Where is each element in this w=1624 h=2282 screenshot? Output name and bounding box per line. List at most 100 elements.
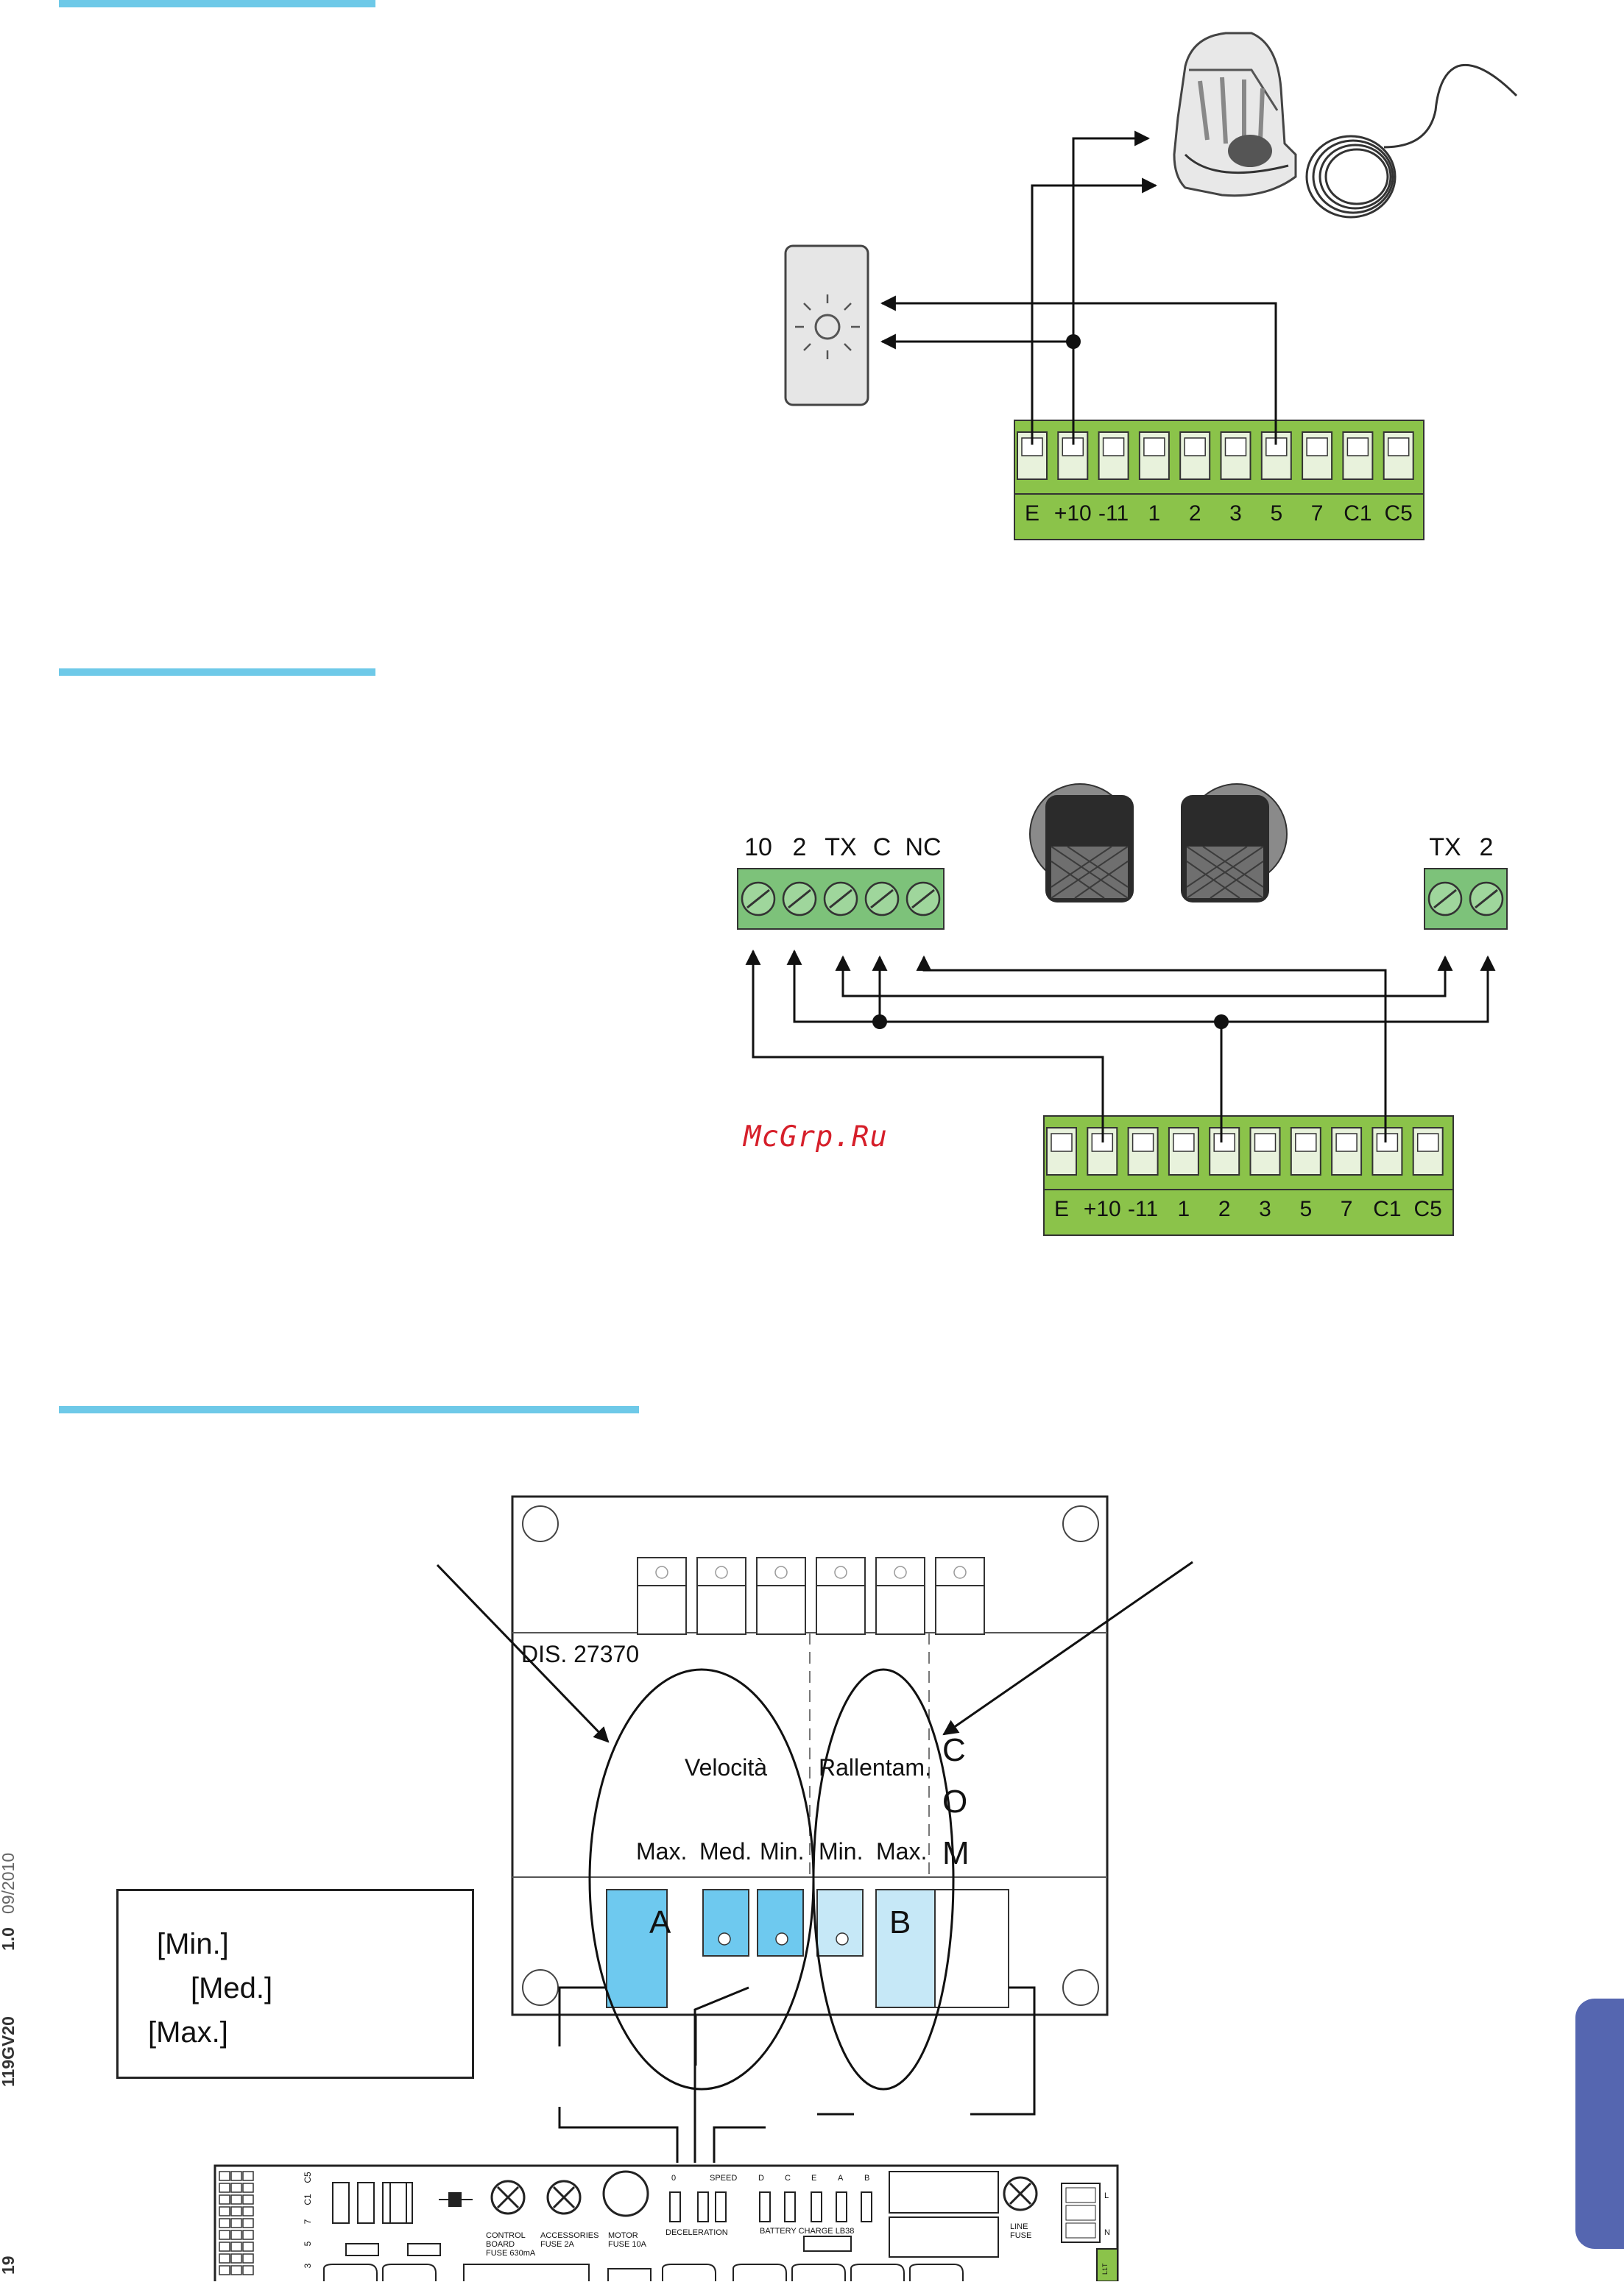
board-letter-a: A [838,2174,844,2183]
wire-2 [786,949,1223,1142]
com-c: C [942,1732,966,1768]
board-terminal-cell [242,2171,254,2181]
board-terminal-cell [219,2194,230,2205]
ts2-terminal-label: 3 [1259,1197,1271,1221]
screw-terminal-label: C [873,833,892,861]
speed-legend-box: [Min.] [Med.] [Max.] [116,1889,474,2079]
legend-min: [Min.] [157,1928,229,1960]
wire-10 [745,949,1104,1142]
card-texts: DIS. 27370 Velocità Rallentam. C O M Max… [521,1641,970,1940]
screw-terminal-label: NC [905,833,941,861]
signal-lamp-icon [784,244,869,406]
ts1-terminal-label: +10 [1054,501,1092,526]
section-bar-1 [59,0,375,7]
board-label-line: ACCESSORIES [540,2231,599,2240]
board-terminal-cell [242,2194,254,2205]
ts1-terminal-window [1143,437,1165,456]
wire-nc [916,955,1387,1142]
deceleration-label: DECELERATION [666,2228,728,2237]
footer-code: 119GV20 [0,2016,18,2087]
board-terminal-cell [230,2171,242,2181]
footer-date: 09/2010 [0,1852,18,1914]
speed-min: Min. [760,1838,804,1865]
board-letter-b: B [864,2174,869,2183]
ts2-terminal-window [1131,1133,1154,1152]
footer-side-text: 19 119GV20 1.0 09/2010 [0,1796,21,2282]
relay-component [637,1557,687,1635]
ts2-terminal-label: 1 [1178,1197,1190,1221]
board-terminal-cell [219,2265,230,2275]
ts2-terminal-label: 7 [1341,1197,1353,1221]
board-terminal-cell [242,2183,254,2193]
section-bar-2 [59,668,375,676]
watermark: McGrp.Ru [744,1120,888,1154]
board-letter-d: D [758,2174,764,2183]
ts2-terminal-label: 5 [1299,1197,1312,1221]
junction-dot [872,1014,887,1029]
screw-slot [870,889,894,909]
board-terminal-cell [242,2253,254,2264]
board-terminal-cell [242,2265,254,2275]
relay-hole [894,1566,907,1579]
board-terminal-label: C5 [303,2172,313,2183]
ts2-terminal-label: 2 [1218,1197,1231,1221]
ts1-terminal-label: 5 [1270,501,1282,526]
flashing-lamp-icon [1173,32,1297,197]
ts1-terminal-label: 2 [1189,501,1201,526]
legend-med: [Med.] [191,1972,273,2004]
relay-component [875,1557,925,1635]
dis-label: DIS. 27370 [521,1641,639,1667]
screw-slot [788,889,811,909]
terminal-l: L [1104,2191,1109,2200]
battery-charge-label: BATTERY CHARGE LB38 [760,2227,854,2236]
relay-hole [655,1566,668,1579]
com-m: M [942,1835,970,1871]
photocell-icon [1181,783,1288,902]
wire-10-lamp [1072,130,1151,445]
screw-terminal-label: 2 [1480,833,1494,861]
screw-slot [746,889,770,909]
wire-tx [835,955,1453,997]
screw-terminal-label: TX [1429,833,1461,861]
wire-2-tx [1221,955,1496,1023]
board-terminal-cell [219,2242,230,2252]
relay-component [696,1557,746,1635]
slowdown-label: Rallentam. [819,1754,931,1781]
screw-terminal-label: TX [825,833,856,861]
page-side-tab [1575,1999,1624,2249]
ts2-terminal-window [1213,1133,1235,1152]
board-terminal-cell [230,2194,242,2205]
board-terminal-cell [230,2253,242,2264]
ts2-terminal-label: C5 [1414,1197,1442,1221]
relay-hole [834,1566,847,1579]
board-terminal-cell [242,2218,254,2228]
ts2-terminal-label: -11 [1128,1197,1158,1221]
board-terminal-cell [219,2218,230,2228]
ts1-terminal-window [1387,437,1410,456]
card-cables [558,1986,1036,2163]
slow-min: Min. [819,1838,863,1865]
ts1-terminal-window [1306,437,1328,456]
screw-slot [829,889,852,909]
ts2-terminal-window [1295,1133,1317,1152]
board-label-line: FUSE 10A [608,2240,647,2249]
speed-med: Med. [699,1838,752,1865]
terminal-n: N [1104,2228,1110,2237]
block-a: A [649,1904,671,1940]
ts2-terminal-label: E [1054,1197,1069,1221]
board-terminal-label: 7 [303,2219,313,2224]
ts2-terminal-window [1335,1133,1358,1152]
screw-terminal-label: 2 [793,833,807,861]
com-o: O [942,1784,967,1820]
board-terminal-label: 5 [303,2241,313,2246]
ts2-terminal-window [1376,1133,1399,1152]
board-terminal-cell [230,2206,242,2216]
board-terminal-label: 3 [303,2263,313,2268]
board-terminal-cell [230,2265,242,2275]
board-label-line: FUSE 630mA [486,2249,536,2258]
ts1-terminal-window [1346,437,1369,456]
board-terminal-cell [219,2206,230,2216]
